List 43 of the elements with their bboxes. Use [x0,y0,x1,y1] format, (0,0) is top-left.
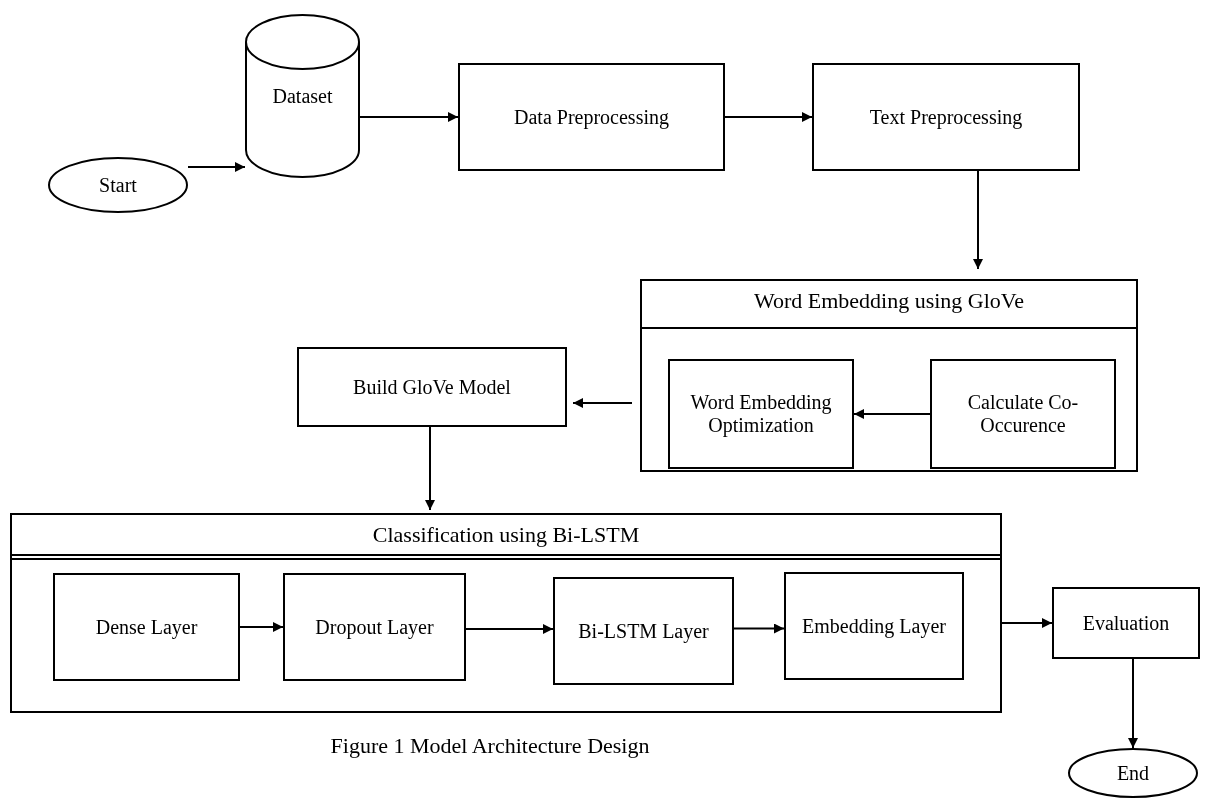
arrow [733,623,785,634]
figure-caption: Figure 1 Model Architecture Design [329,733,651,759]
process-box [53,573,240,681]
arrow [425,426,435,511]
process-box [668,359,854,469]
group-title: Word Embedding using GloVe [753,288,1025,313]
node-label: Word Embedding Optimization [689,391,833,437]
process-box [297,347,567,427]
process-box [283,573,466,681]
node-label: Start [98,173,138,197]
process-box [930,359,1116,469]
arrow [1128,658,1138,749]
arrow [853,409,931,419]
database-cylinder [245,15,360,177]
arrow [187,162,246,172]
node-label: Text Preprocessing [868,105,1024,129]
group-container [10,513,1002,713]
node-label: Dataset [271,84,334,108]
arrow [572,398,633,408]
node-label: Data Preprocessing [513,105,670,129]
process-box [784,572,964,680]
arrow [465,624,554,634]
node-label: Bi-LSTM Layer [577,619,710,643]
terminal-ellipse [1068,748,1198,798]
arrow [724,112,813,122]
process-box [812,63,1080,171]
process-box [458,63,725,171]
node-label: Calculate Co-Occurence [966,391,1080,437]
group-title: Classification using Bi-LSTM [372,522,640,547]
arrow [1001,618,1053,628]
arrow [359,112,459,122]
node-label: End [1115,761,1151,785]
arrow [239,622,284,632]
group-container [640,279,1138,472]
node-label: Build GloVe Model [352,375,512,399]
process-box [1052,587,1200,659]
node-label: Embedding Layer [801,614,947,638]
node-label: Dense Layer [94,615,199,639]
arrow [973,170,983,270]
node-label: Dropout Layer [314,615,435,639]
terminal-ellipse [48,157,188,213]
process-box [553,577,734,685]
node-label: Evaluation [1081,611,1171,635]
